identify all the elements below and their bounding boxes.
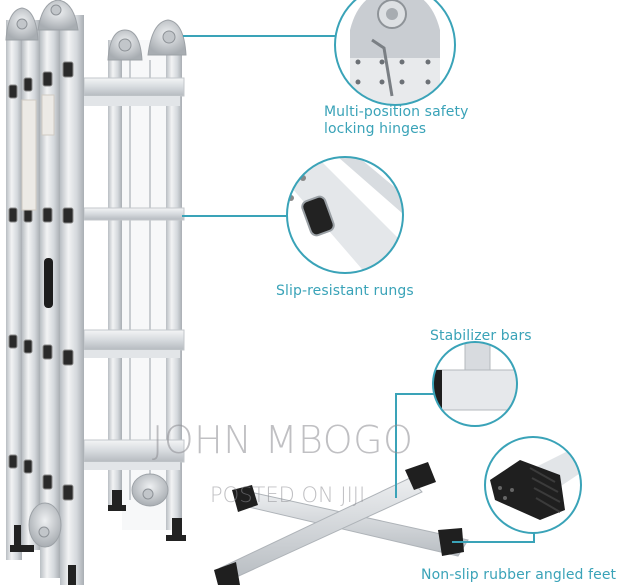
- callout-feet-label: Non-slip rubber angled feet: [421, 567, 617, 583]
- ladder-front-section: [5, 0, 84, 585]
- callout-stabilizer-image: [432, 341, 518, 427]
- hinges-label-line1: Multi-position safety: [324, 104, 469, 120]
- hinges-label-line2: locking hinges: [324, 121, 427, 137]
- watermark-subtitle: POSTED ON JIJI: [210, 483, 366, 507]
- callout-rungs-label: Slip-resistant rungs: [276, 283, 414, 299]
- callout-stabilizer-label: Stabilizer bars: [430, 328, 532, 344]
- callout-feet-image: [484, 436, 582, 534]
- stabilizer-bars: [214, 462, 469, 585]
- callout-rungs-image: [286, 156, 404, 274]
- watermark-name: JOHN MBOGO: [152, 418, 414, 462]
- ladder-rungs: [83, 77, 185, 470]
- callout-connectors: [182, 35, 535, 543]
- callout-hinges-label: Multi-position safety locking hinges: [324, 104, 468, 138]
- callout-hinges-image: [334, 0, 456, 106]
